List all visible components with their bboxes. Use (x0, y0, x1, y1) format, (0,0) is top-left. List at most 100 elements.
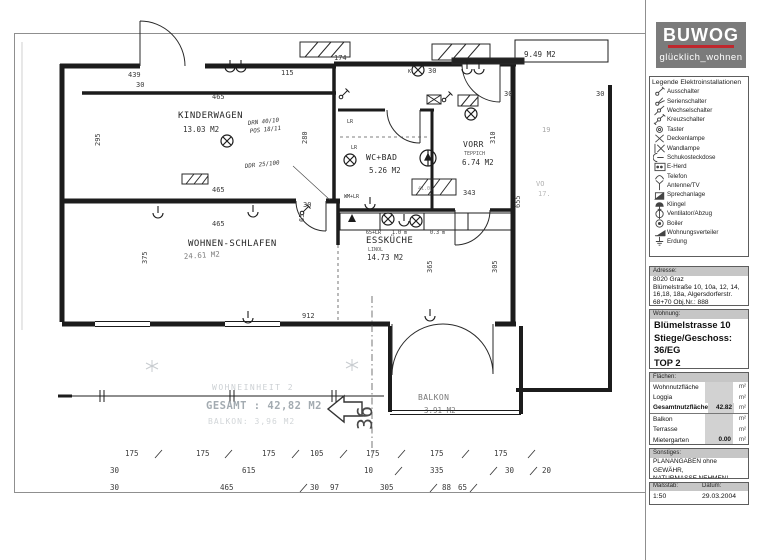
svg-text:30: 30 (110, 466, 120, 475)
svg-text:41.02: 41.02 (418, 186, 433, 192)
svg-text:65: 65 (298, 214, 306, 222)
room-esskueche-floor: LINOL (368, 247, 383, 253)
legend-item: E-Herd (650, 162, 748, 172)
note-line: NATURMASSE NEHMEN! (653, 475, 729, 479)
legend-item: Wandlampe (650, 143, 748, 153)
svg-text:20: 20 (542, 466, 552, 475)
boiler-icon (419, 149, 437, 167)
dimensions: 439 115 174 30 465 30 295 280 465 465 37… (94, 54, 604, 320)
svg-text:465: 465 (212, 220, 225, 228)
room-wohnen: WOHNEN-SCHLAFEN (188, 239, 277, 249)
boiler-icon (652, 218, 667, 229)
address-line: 16,18, 18a, Algersdorferstr. (653, 291, 733, 298)
buwog-logo: BUWOG glücklich_wohnen (656, 22, 746, 68)
svg-text:30: 30 (136, 81, 144, 89)
room-wohnen-area: 24.61 M2 (184, 249, 221, 260)
notes-header: Sonstiges: (650, 449, 748, 458)
wohnungsverteiler-icon (652, 227, 667, 238)
svg-text:912: 912 (302, 312, 315, 320)
svg-text:LR: LR (351, 145, 358, 151)
svg-text:375: 375 (141, 251, 149, 264)
svg-text:615: 615 (242, 466, 256, 475)
svg-text:280: 280 (301, 131, 309, 144)
svg-text:305: 305 (380, 483, 394, 492)
legend-title: Legende Elektroinstallationen (652, 79, 742, 86)
schukosteckdose-icon (652, 152, 667, 163)
svg-text:30: 30 (110, 483, 120, 492)
windows (62, 39, 609, 415)
svg-text:175: 175 (494, 449, 508, 458)
note-line: PLANANGABEN ohne GEWÄHR, (653, 458, 717, 474)
room-esskueche-area: 14.73 M2 (367, 253, 403, 262)
unit-top: TOP 2 (654, 357, 681, 368)
floor-plan: 36 KINDERWAGEN 13.03 M2 WOHNEN-SCHLAFEN … (14, 0, 646, 560)
svg-text:0.3 m: 0.3 m (430, 230, 445, 236)
svg-text:175: 175 (366, 449, 380, 458)
svg-text:465: 465 (212, 93, 225, 101)
notes-box: Sonstiges: PLANANGABEN ohne GEWÄHR, NATU… (649, 448, 749, 479)
entrance-arrow (326, 394, 363, 424)
svg-text:K: K (408, 69, 411, 75)
axis-lines (337, 136, 430, 458)
svg-text:343: 343 (463, 189, 476, 197)
legend-item: Serienschalter (650, 96, 748, 106)
date-value: 29.03.2004 (702, 493, 737, 500)
svg-text:BALKON: 3,96 M2: BALKON: 3,96 M2 (208, 417, 295, 426)
svg-text:GESAMT : 42,82 M2: GESAMT : 42,82 M2 (206, 400, 322, 412)
svg-text:30: 30 (428, 67, 436, 75)
sheet-frame (14, 0, 646, 560)
svg-text:335: 335 (430, 466, 444, 475)
ventilator-abzug-icon (652, 208, 667, 220)
svg-text:17.: 17. (538, 190, 551, 198)
areas-header: Flächen: (650, 373, 748, 382)
svg-text:30: 30 (310, 483, 320, 492)
legend-item: Wechselschalter (650, 105, 748, 116)
room-kinderwagen-area: 13.03 M2 (183, 125, 219, 134)
svg-text:465: 465 (212, 186, 225, 194)
svg-text:97: 97 (330, 483, 339, 492)
unit-stiege-label: Stiege/Geschoss: (654, 332, 733, 343)
svg-text:175: 175 (262, 449, 276, 458)
legend-item: Antenne/TV (650, 180, 748, 191)
doors (139, 20, 501, 376)
svg-text:655: 655 (514, 195, 522, 208)
svg-text:174: 174 (334, 54, 347, 62)
svg-text:439: 439 (128, 71, 141, 79)
legend-item: Sprechanlage (650, 190, 748, 200)
svg-text:65+LR: 65+LR (366, 230, 382, 236)
klingel-icon (652, 199, 667, 210)
kreuzschalter-icon (652, 114, 667, 126)
date-label: Datum: (699, 483, 748, 491)
unit-header: Wohnung: (650, 310, 748, 319)
svg-text:465: 465 (220, 483, 234, 492)
svg-text:65: 65 (458, 483, 467, 492)
taster-icon (652, 124, 667, 135)
address-line: 8020 Graz (653, 276, 684, 283)
telefon-icon (652, 171, 667, 182)
svg-text:175: 175 (196, 449, 210, 458)
svg-text:10: 10 (364, 466, 374, 475)
title-block: BUWOG glücklich_wohnen Legende Elektroin… (649, 0, 768, 560)
svg-text:30: 30 (596, 90, 604, 98)
annotations: DRN 40/10 POS 18/11 DDR 25/100 WM+LR LR … (244, 69, 551, 236)
legend-item: Wohnungsverteiler (650, 228, 748, 237)
legend-item: Schukosteckdose (650, 152, 748, 163)
scale-label: Maßstab: (650, 483, 699, 491)
unit-number: 36 (353, 406, 377, 430)
room-vorraum-floor: TEPPICH (464, 151, 485, 157)
room-wcbad: WC+BAD (366, 153, 397, 162)
legend-item: Erdung (650, 237, 748, 247)
address-header: Adresse: (650, 267, 748, 276)
unit-stiege-value: 36/EG (654, 345, 681, 355)
svg-text:1.0 m: 1.0 m (392, 230, 407, 236)
legend-item: Klingel (650, 200, 748, 209)
room-vorraum: VORR (463, 140, 484, 149)
svg-text:LR: LR (347, 119, 354, 125)
room-wcbad-area: 5.26 M2 (369, 166, 401, 175)
svg-text:115: 115 (281, 69, 294, 77)
